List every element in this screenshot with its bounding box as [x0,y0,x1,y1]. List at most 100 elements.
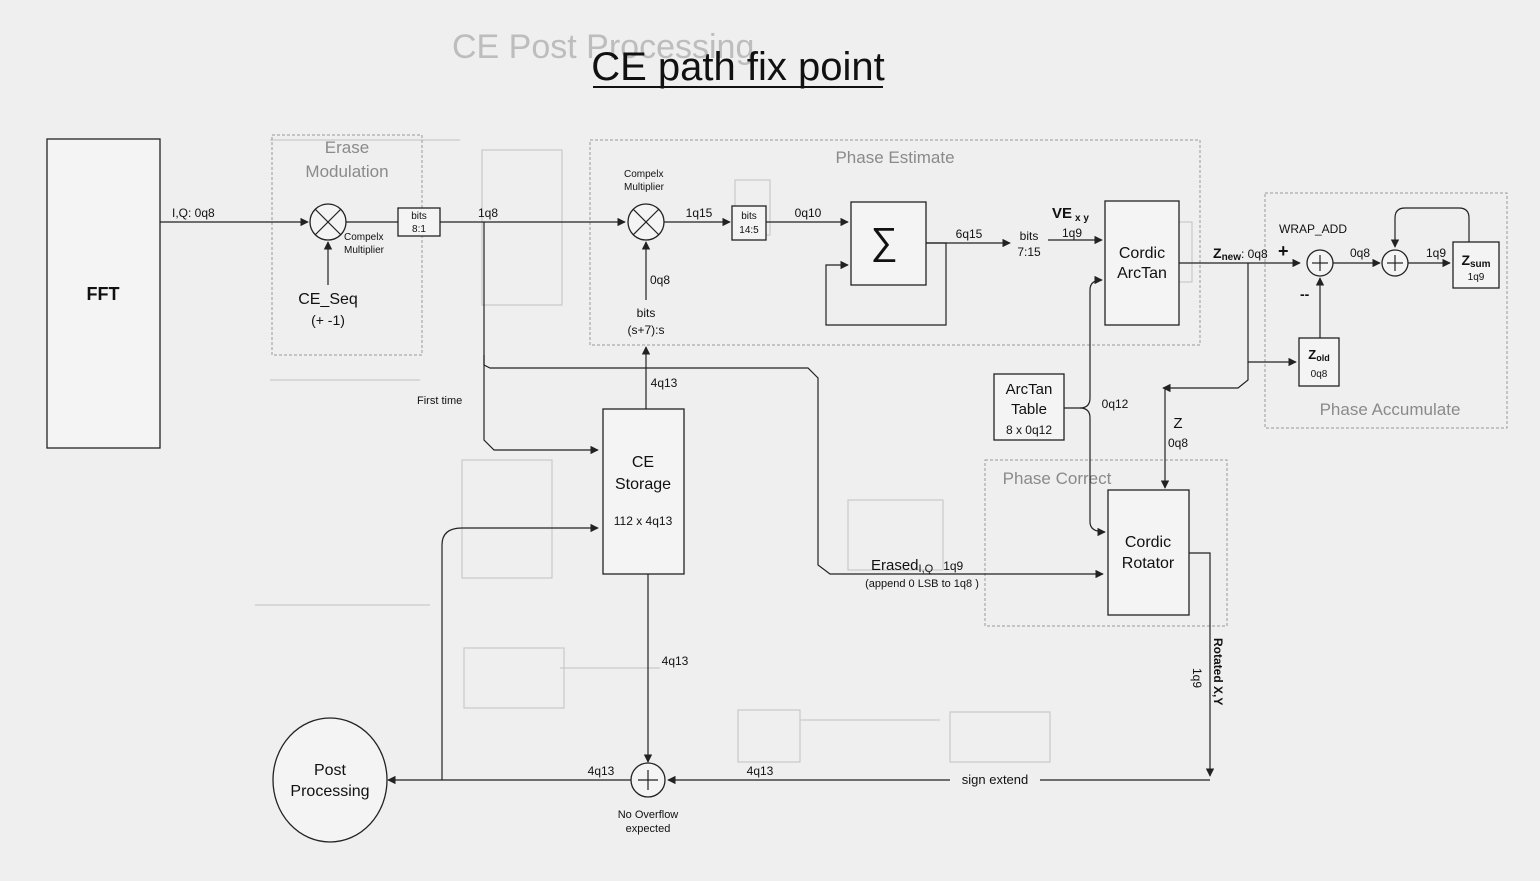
wrap-add-adder [1306,249,1334,277]
minus-input-sign: -- [1300,286,1310,302]
mult2-label-line2: Multiplier [624,182,665,193]
complex-multiplier-erase [309,203,347,241]
z-sum-block [1452,241,1500,289]
format-0q8-mid: 0q8 [650,273,670,287]
arctan-table-line2: Table [1011,401,1047,418]
format-4q13-right: 4q13 [747,764,774,778]
ce-seq-label: CE_Seq [298,291,358,308]
format-1q9-rotated: 1q9 [1190,668,1204,688]
ce-seq-values: (+ -1) [311,312,345,328]
erased-sub: I,Q [919,563,934,575]
z-sum-label: Zsum [1461,252,1490,270]
ve-sub: x y [1075,213,1089,224]
mult1-label-line2: Multiplier [344,245,385,256]
arctan-table-line1: ArcTan [1006,381,1053,398]
sum-accumulator-block [850,201,927,286]
no-overflow-line1: No Overflow [618,809,679,821]
zsum-feedback-line [1390,207,1470,248]
wrap-add-label: WRAP_ADD [1279,222,1347,236]
z-old-block [1298,337,1340,387]
znew-fmt: : 0q8 [1241,247,1268,261]
phase-accumulate-title: Phase Accumulate [1320,400,1461,419]
ce-storage-line2: Storage [615,476,671,493]
format-1q9-acc: 1q9 [1426,246,1446,260]
bits-8-1-box [397,207,441,237]
erased-to-rotator-line [483,355,1104,579]
rotated-output-line [1189,552,1215,777]
bits-14-5-bottom: 14:5 [739,225,759,236]
erase-modulation-region [271,134,423,356]
ce-storage-size: 112 x 4q13 [614,514,673,528]
z-old-sub: old [1316,353,1330,363]
z-sum-sub: sum [1470,259,1491,270]
bits-14-5-top: bits [741,211,757,222]
erased-label: ErasedI,Q 1q9 [871,557,964,575]
final-adder [630,762,666,798]
feedback-to-storage-line [441,523,599,780]
z-format: 0q8 [1168,436,1188,450]
bits-s7-line1: bits [637,306,656,320]
erase-region-line1: Erase [325,138,369,157]
phase-estimate-region [589,139,1201,346]
phase-correct-region [984,459,1228,627]
znew-main: Z [1213,245,1222,261]
erased-main: Erased [871,557,919,574]
format-6q15: 6q15 [956,227,983,241]
format-1q15: 1q15 [686,206,713,220]
cordic-rotator-line1: Cordic [1125,534,1171,551]
rotated-xy-label: Rotated X,Y [1211,638,1225,705]
znew-sub: new [1222,252,1242,263]
no-overflow-line2: expected [626,823,671,835]
znew-to-zold-line [1247,263,1297,367]
accumulate-adder [1381,249,1409,277]
sign-extend-label: sign extend [962,772,1029,787]
bits-7-15-bottom: 7:15 [1017,245,1041,259]
ve-main: VE [1052,205,1072,222]
z-old-main: Z [1308,347,1316,362]
format-1q9-ve: 1q9 [1062,226,1082,240]
cordic-arctan-line2: ArcTan [1117,265,1167,282]
erase-region-line2: Modulation [305,162,388,181]
format-0q8-acc: 0q8 [1350,246,1370,260]
bits-7-15-top: bits [1020,229,1039,243]
ghost-title: CE Post Processing [452,28,754,66]
cordic-rotator-line2: Rotator [1122,555,1175,572]
mult2-label-line1: Compelx [624,169,663,180]
table-to-arctan-line [1064,275,1103,409]
sigma-symbol: ∑ [870,221,897,263]
post-processing-block [272,717,388,843]
to-ce-storage-line [483,222,599,455]
arctan-table-block [993,373,1065,441]
bits-s7-line2: (s+7):s [627,323,664,337]
bits-14-5-box [731,205,767,241]
post-processing-line2: Processing [290,783,369,800]
complex-multiplier-phase [627,203,665,241]
z-sum-format: 1q9 [1468,272,1485,283]
phase-accumulate-region [1264,192,1508,429]
arctan-table-size: 8 x 0q12 [1006,423,1052,437]
diagram-title: CE path fix point [591,45,885,89]
phase-correct-title: Phase Correct [1003,469,1112,488]
cordic-rotator-block [1107,489,1190,616]
cordic-arctan-line1: Cordic [1119,245,1165,262]
z-old-format: 0q8 [1311,369,1328,380]
ce-storage-block [602,408,685,575]
format-0q12: 0q12 [1102,397,1129,411]
cordic-arctan-block [1104,200,1180,326]
format-4q13-left: 4q13 [588,764,615,778]
phase-estimate-title: Phase Estimate [835,148,954,167]
format-4q13-top: 4q13 [651,376,678,390]
table-to-rotator-line [1079,407,1106,537]
fft-block [46,138,161,449]
ce-storage-line1: CE [632,454,654,471]
iq-input-label: I,Q: 0q8 [172,206,215,220]
bits-8-1-top: bits [411,211,427,222]
plus-input-sign: + [1278,241,1289,261]
z-old-label: Zold [1308,347,1329,363]
znew-to-z-line [1162,362,1249,393]
erased-fmt: 1q9 [943,559,963,573]
format-0q10: 0q10 [795,206,822,220]
format-1q8: 1q8 [478,206,498,220]
